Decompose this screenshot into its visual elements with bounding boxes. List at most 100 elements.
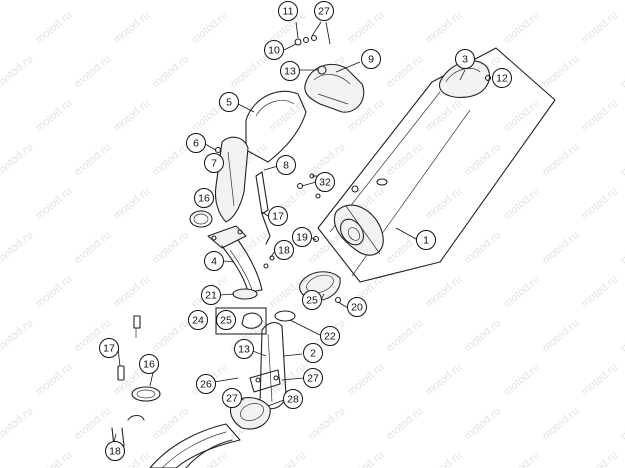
callout-25: 25 — [302, 290, 322, 310]
callout-11: 11 — [278, 1, 298, 21]
callout-circle — [186, 133, 206, 153]
callout-circle — [99, 338, 119, 358]
watermark-text: motod.ru — [111, 9, 152, 46]
callout-circle — [222, 388, 242, 408]
watermark-text: motod.ru — [150, 141, 191, 178]
watermark-text: motod.ru — [33, 9, 74, 46]
callout-16: 16 — [194, 188, 214, 208]
callout-number: 18 — [109, 446, 121, 458]
watermark-text: motod.ru — [150, 229, 191, 266]
heat-guard-part — [214, 136, 249, 223]
callout-circle — [216, 310, 236, 330]
watermark-text: motod.ru — [462, 317, 503, 354]
callout-17: 17 — [99, 338, 119, 358]
callout-circle — [280, 61, 300, 81]
watermark-text: motod.ru — [0, 141, 35, 178]
callout-24: 24 — [188, 310, 208, 330]
watermark-text: motod.ru — [579, 273, 620, 310]
watermark-text: motod.ru — [228, 0, 269, 2]
watermark-text: motod.ru — [501, 9, 542, 46]
watermark-text: motod.ru — [267, 449, 308, 468]
watermark-text: motod.ru — [72, 229, 113, 266]
callout-16: 16 — [139, 354, 159, 374]
watermark-text: motod.ru — [462, 141, 503, 178]
callout-circle — [194, 188, 214, 208]
watermark-text: motod.ru — [501, 361, 542, 398]
upper-shield-part — [245, 90, 307, 163]
callout-circle — [234, 339, 254, 359]
watermark-text: motod.ru — [462, 0, 503, 2]
watermark-text: motod.ru — [0, 0, 35, 2]
callout-number: 10 — [268, 45, 280, 57]
callout-2: 2 — [303, 343, 323, 363]
sensor-bung-upper — [255, 171, 271, 245]
callout-number: 2 — [310, 348, 316, 360]
watermark-text: motod.ru — [540, 229, 581, 266]
callout-circle — [276, 155, 296, 175]
callout-number: 7 — [211, 158, 217, 170]
watermark-text: motod.ru — [72, 405, 113, 442]
watermark-text: motod.ru — [111, 273, 152, 310]
callout-number: 18 — [278, 245, 290, 257]
callout-18: 18 — [105, 441, 125, 461]
callout-number: 20 — [351, 302, 363, 314]
callout-circle — [292, 227, 312, 247]
watermark-text: motod.ru — [306, 405, 347, 442]
watermark-text: motod.ru — [33, 185, 74, 222]
callout-number: 19 — [296, 232, 308, 244]
callout-10: 10 — [264, 40, 284, 60]
callout-7: 7 — [204, 153, 224, 173]
callout-9: 9 — [361, 49, 381, 69]
callout-number: 27 — [318, 6, 330, 18]
watermark-text: motod.ru — [540, 317, 581, 354]
callout-circle — [268, 206, 288, 226]
callout-circle — [361, 49, 381, 69]
callout-8: 8 — [276, 155, 296, 175]
watermark-text: motod.ru — [618, 405, 625, 442]
lower-header-pipes-part — [149, 423, 241, 468]
watermark-text: motod.ru — [33, 97, 74, 134]
watermark-text: motod.ru — [423, 361, 464, 398]
callout-21: 21 — [201, 285, 221, 305]
watermark-text: motod.ru — [423, 9, 464, 46]
callout-circle — [278, 1, 298, 21]
watermark-text: motod.ru — [579, 9, 620, 46]
callout-3: 3 — [455, 49, 475, 69]
watermark-text: motod.ru — [384, 0, 425, 2]
watermark-text: motod.ru — [111, 97, 152, 134]
callout-number: 27 — [226, 393, 238, 405]
callout-circle — [204, 251, 224, 271]
callout-circle — [303, 343, 323, 363]
callout-number: 9 — [368, 54, 374, 66]
callout-27: 27 — [314, 1, 334, 21]
callout-circle — [302, 290, 322, 310]
callout-circle — [188, 310, 208, 330]
callout-number: 16 — [198, 193, 210, 205]
callout-26: 26 — [196, 374, 216, 394]
callout-25: 25 — [216, 310, 236, 330]
watermark-text: motod.ru — [540, 53, 581, 90]
callout-1: 1 — [416, 230, 436, 250]
watermark-text: motod.ru — [618, 0, 625, 2]
callout-32: 32 — [315, 172, 335, 192]
sensor-bung-lower — [117, 315, 141, 381]
watermark-text: motod.ru — [384, 317, 425, 354]
watermark-text: motod.ru — [228, 53, 269, 90]
callout-number: 11 — [283, 6, 294, 18]
callout-number: 28 — [287, 394, 299, 406]
watermark-text: motod.ru — [384, 141, 425, 178]
leader-lines — [113, 21, 502, 443]
callout-4: 4 — [204, 251, 224, 271]
clamp-ring-part — [232, 288, 258, 300]
callout-6: 6 — [186, 133, 206, 153]
callout-number: 17 — [103, 343, 115, 355]
watermark-text: motod.ru — [0, 229, 35, 266]
watermark-text: motod.ru — [579, 361, 620, 398]
watermark-text: motod.ru — [150, 317, 191, 354]
watermark-text: motod.ru — [189, 9, 230, 46]
callout-28: 28 — [283, 389, 303, 409]
watermark-text: motod.ru — [501, 97, 542, 134]
watermark-text: motod.ru — [33, 361, 74, 398]
callout-circle — [201, 285, 221, 305]
callout-number: 25 — [306, 295, 318, 307]
